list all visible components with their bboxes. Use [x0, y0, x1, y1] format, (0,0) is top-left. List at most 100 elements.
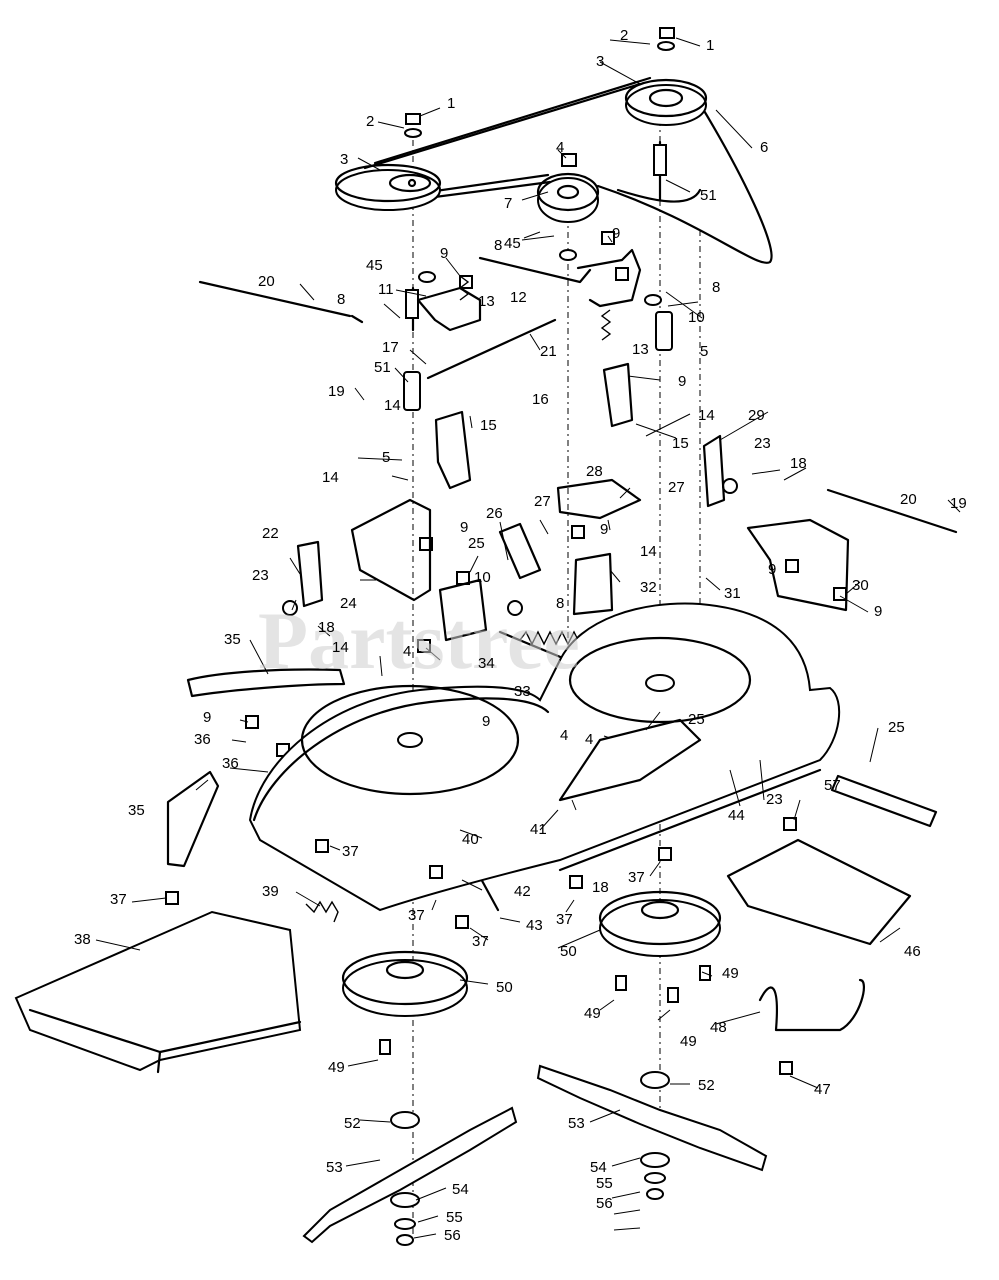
callout-55: 55	[596, 1175, 613, 1192]
callout-49: 49	[680, 1033, 697, 1050]
callout-9: 9	[768, 561, 776, 578]
callout-42: 42	[514, 883, 531, 900]
callout-8: 8	[337, 291, 345, 308]
callout-16: 16	[532, 391, 549, 408]
callout-1: 1	[447, 95, 455, 112]
callout-17: 17	[382, 339, 399, 356]
callout-52: 52	[344, 1115, 361, 1132]
callout-50: 50	[496, 979, 513, 996]
callout-9: 9	[612, 225, 620, 242]
callout-5: 5	[700, 343, 708, 360]
bottom-hardware	[165, 817, 797, 1246]
callout-37: 37	[556, 911, 573, 928]
anchor-and-arms	[166, 668, 938, 1032]
discharge-chute	[14, 910, 302, 1074]
idler-pulley	[536, 172, 600, 223]
brackets	[296, 248, 850, 642]
callout-20: 20	[900, 491, 917, 508]
callout-1: 1	[706, 37, 714, 54]
callout-33: 33	[514, 683, 531, 700]
callout-18: 18	[318, 619, 335, 636]
callout-4: 4	[556, 139, 564, 156]
callout-56: 56	[444, 1227, 461, 1244]
callout-9: 9	[600, 521, 608, 538]
callout-51: 51	[700, 187, 717, 204]
callout-23: 23	[754, 435, 771, 452]
callout-57: 57	[824, 777, 841, 794]
callout-14: 14	[640, 543, 657, 560]
callout-38: 38	[74, 931, 91, 948]
callout-46: 46	[904, 943, 921, 960]
callout-25: 25	[888, 719, 905, 736]
callout-52: 52	[698, 1077, 715, 1094]
callout-2: 2	[620, 27, 628, 44]
callout-24: 24	[340, 595, 357, 612]
callout-19: 19	[950, 495, 967, 512]
callout-3: 3	[340, 151, 348, 168]
callout-37: 37	[628, 869, 645, 886]
callout-41: 41	[530, 821, 547, 838]
callout-19: 19	[328, 383, 345, 400]
callout-37: 37	[110, 891, 127, 908]
callout-54: 54	[590, 1159, 607, 1176]
callout-31: 31	[724, 585, 741, 602]
callout-14: 14	[322, 469, 339, 486]
callout-44: 44	[728, 807, 745, 824]
callout-43: 43	[526, 917, 543, 934]
callout-35: 35	[128, 802, 145, 819]
callout-9: 9	[874, 603, 882, 620]
pulley-left	[334, 163, 442, 211]
callout-20: 20	[258, 273, 275, 290]
callout-30: 30	[852, 577, 869, 594]
callout-4: 4	[560, 727, 568, 744]
callout-3: 3	[596, 53, 604, 70]
callout-9: 9	[460, 519, 468, 536]
callout-8: 8	[494, 237, 502, 254]
callout-18: 18	[592, 879, 609, 896]
callout-37: 37	[472, 933, 489, 950]
callout-14: 14	[698, 407, 715, 424]
mower-deck-housing	[248, 602, 841, 912]
callout-37: 37	[342, 843, 359, 860]
callout-50: 50	[560, 943, 577, 960]
callout-36: 36	[222, 755, 239, 772]
callout-22: 22	[262, 525, 279, 542]
callout-45: 45	[366, 257, 383, 274]
callout-27: 27	[534, 493, 551, 510]
callout-7: 7	[504, 195, 512, 212]
callout-5: 5	[382, 449, 390, 466]
callout-9: 9	[203, 709, 211, 726]
callout-25: 25	[688, 711, 705, 728]
callout-21: 21	[540, 343, 557, 360]
callout-51: 51	[374, 359, 391, 376]
callout-14: 14	[384, 397, 401, 414]
callout-47: 47	[814, 1081, 831, 1098]
callout-28: 28	[586, 463, 603, 480]
callout-49: 49	[584, 1005, 601, 1022]
callout-53: 53	[568, 1115, 585, 1132]
callout-54: 54	[452, 1181, 469, 1198]
callout-35: 35	[224, 631, 241, 648]
callout-26: 26	[486, 505, 503, 522]
callout-4: 4	[403, 643, 411, 660]
callout-14: 14	[332, 639, 349, 656]
callout-39: 39	[262, 883, 279, 900]
callout-45: 45	[504, 235, 521, 252]
callout-49: 49	[328, 1059, 345, 1076]
callout-4: 4	[585, 731, 593, 748]
callout-13: 13	[632, 341, 649, 358]
callout-48: 48	[710, 1019, 727, 1036]
callout-8: 8	[712, 279, 720, 296]
callout-11: 11	[378, 281, 394, 298]
callout-23: 23	[252, 567, 269, 584]
callout-29: 29	[748, 407, 765, 424]
watermark: Partstree	[258, 595, 580, 686]
callout-27: 27	[668, 479, 685, 496]
callout-56: 56	[596, 1195, 613, 1212]
callout-36: 36	[194, 731, 211, 748]
callout-15: 15	[672, 435, 689, 452]
callout-9: 9	[440, 245, 448, 262]
callout-37: 37	[408, 907, 425, 924]
